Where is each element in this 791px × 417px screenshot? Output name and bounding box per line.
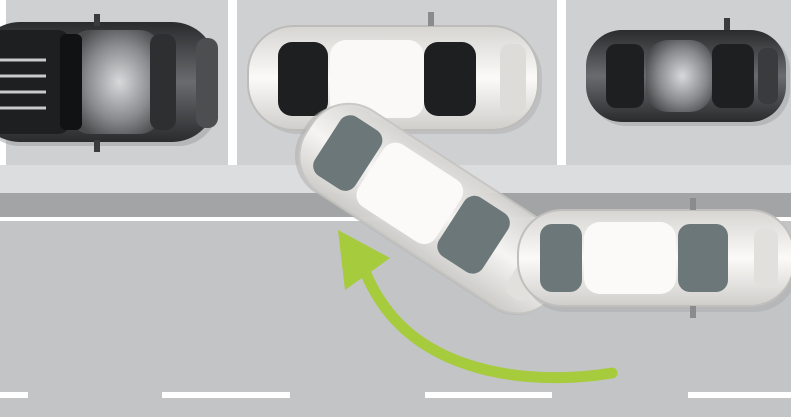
- parked-car-white-sedan: [248, 12, 542, 134]
- maneuvering-car-white-sedan: [518, 198, 791, 318]
- bay-divider-1: [228, 0, 237, 165]
- parked-car-dark-hatchback: [586, 18, 790, 126]
- lane-dash: [162, 392, 290, 398]
- bay-divider-2: [557, 0, 566, 165]
- lane-dash: [425, 392, 552, 398]
- parked-car-dark-sedan: [0, 14, 218, 152]
- lane-dash: [0, 392, 28, 398]
- lane-dash: [688, 392, 791, 398]
